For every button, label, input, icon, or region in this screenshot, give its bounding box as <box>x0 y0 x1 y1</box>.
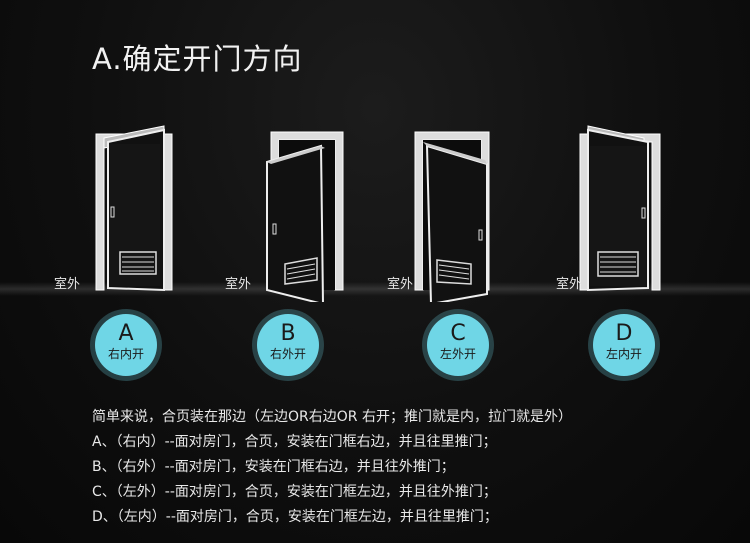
door-illustration-d <box>570 112 730 302</box>
page-title: A.确定开门方向 <box>92 42 303 76</box>
description-line: A、（右内）--面对房门，合页，安装在门框右边，并且往里推门； <box>92 434 497 450</box>
door-illustration-b <box>245 112 405 302</box>
badge-caption: 左内开 <box>605 347 642 361</box>
door-illustration-a <box>80 112 240 302</box>
description-line: D、（左内）--面对房门，合页，安装在门框左边，并且往里推门； <box>92 509 498 525</box>
outdoor-label-b: 室外 <box>225 277 252 292</box>
badge-letter: A <box>118 321 134 346</box>
outdoor-label-d: 室外 <box>556 277 583 292</box>
badge-a: A 右内开 <box>95 314 157 376</box>
outdoor-label-c: 室外 <box>387 277 414 292</box>
badge-caption: 右外开 <box>269 347 306 361</box>
outdoor-label-a: 室外 <box>54 277 81 292</box>
badge-d: D 左内开 <box>593 314 655 376</box>
badge-letter: D <box>615 321 633 346</box>
description-line: B、（右外）--面对房门，安装在门框右边，并且往外推门； <box>92 459 455 475</box>
badge-caption: 左外开 <box>439 347 476 361</box>
description-line: C、（左外）--面对房门，合页，安装在门框左边，并且往外推门； <box>92 484 497 500</box>
badge-c: C 左外开 <box>427 314 489 376</box>
badge-b: B 右外开 <box>257 314 319 376</box>
description-line: 简单来说，合页装在那边（左边OR右边OR 右开；推门就是内，拉门就是外） <box>92 409 572 425</box>
badge-letter: C <box>450 321 466 346</box>
badge-caption: 右内开 <box>107 347 144 361</box>
floor-line <box>0 282 750 296</box>
badge-letter: B <box>280 321 296 346</box>
door-illustration-c <box>405 112 565 302</box>
description-block: 简单来说，合页装在那边（左边OR右边OR 右开；推门就是内，拉门就是外） A、（… <box>92 405 572 530</box>
